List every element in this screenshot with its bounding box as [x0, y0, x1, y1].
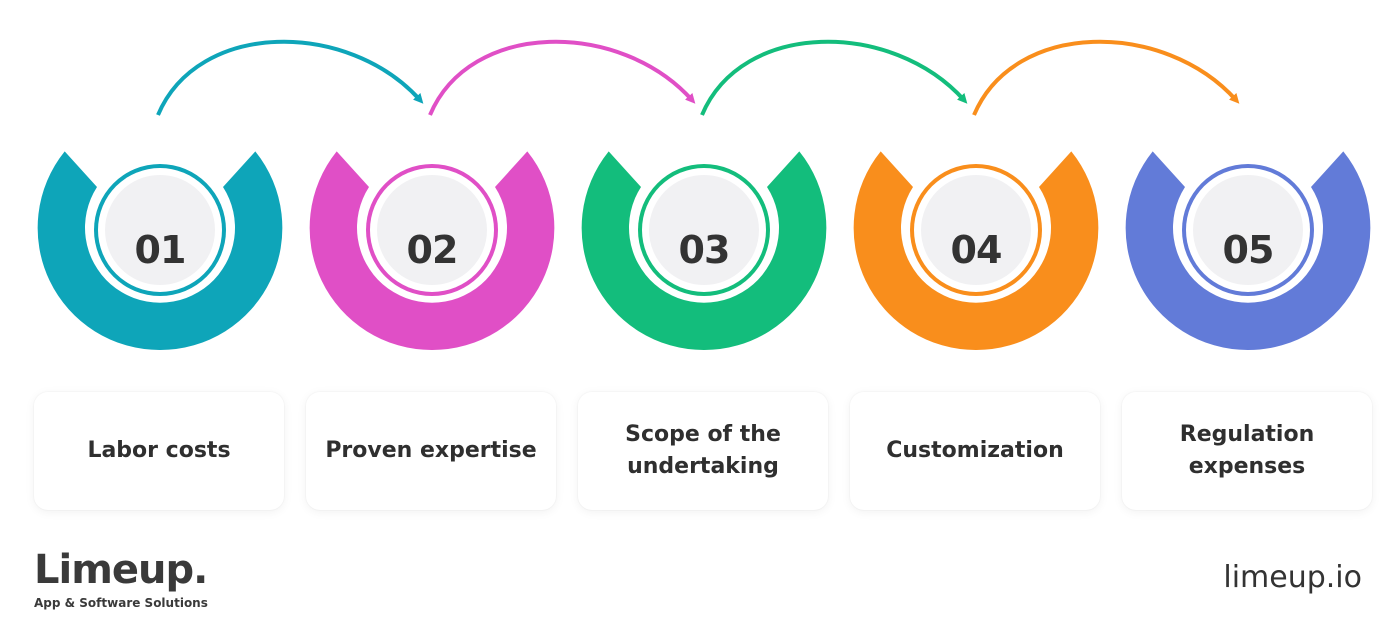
step-4: 04 [850, 135, 1102, 355]
step-label: Proven expertise [325, 438, 537, 463]
step-1: 01 [34, 135, 286, 355]
limeup-logo: Limeup. App & Software Solutions [34, 546, 208, 610]
step-ring [581, 151, 827, 351]
step-card-2: Proven expertise [306, 392, 556, 510]
arrow-3-to-4 [700, 39, 968, 116]
step-ring [37, 151, 283, 351]
step-card-4: Customization [850, 392, 1100, 510]
step-ring [1125, 151, 1371, 351]
step-number: 05 [1222, 228, 1275, 272]
step-label: Regulation expenses [1179, 422, 1315, 479]
step-5: 05 [1122, 135, 1374, 355]
logo-name: Limeup. [34, 547, 208, 593]
step-ring [853, 151, 1099, 351]
step-card-1: Labor costs [34, 392, 284, 510]
logo-tagline: App & Software Solutions [34, 596, 208, 610]
step-ring [309, 151, 555, 351]
step-label: Customization [886, 438, 1064, 463]
arrow-1-to-2 [156, 39, 424, 116]
step-number: 04 [950, 228, 1003, 272]
arrow-4-to-5 [972, 39, 1240, 116]
step-number: 03 [678, 228, 731, 272]
step-label: Scope of the undertaking [625, 422, 781, 479]
step-number: 01 [134, 228, 187, 272]
website-url: limeup.io [1223, 560, 1362, 595]
step-label: Labor costs [87, 438, 231, 463]
step-2: 02 [306, 135, 558, 355]
arrow-2-to-3 [428, 39, 696, 116]
step-card-5: Regulation expenses [1122, 392, 1372, 510]
step-number: 02 [406, 228, 459, 272]
step-3: 03 [578, 135, 830, 355]
step-card-3: Scope of the undertaking [578, 392, 828, 510]
